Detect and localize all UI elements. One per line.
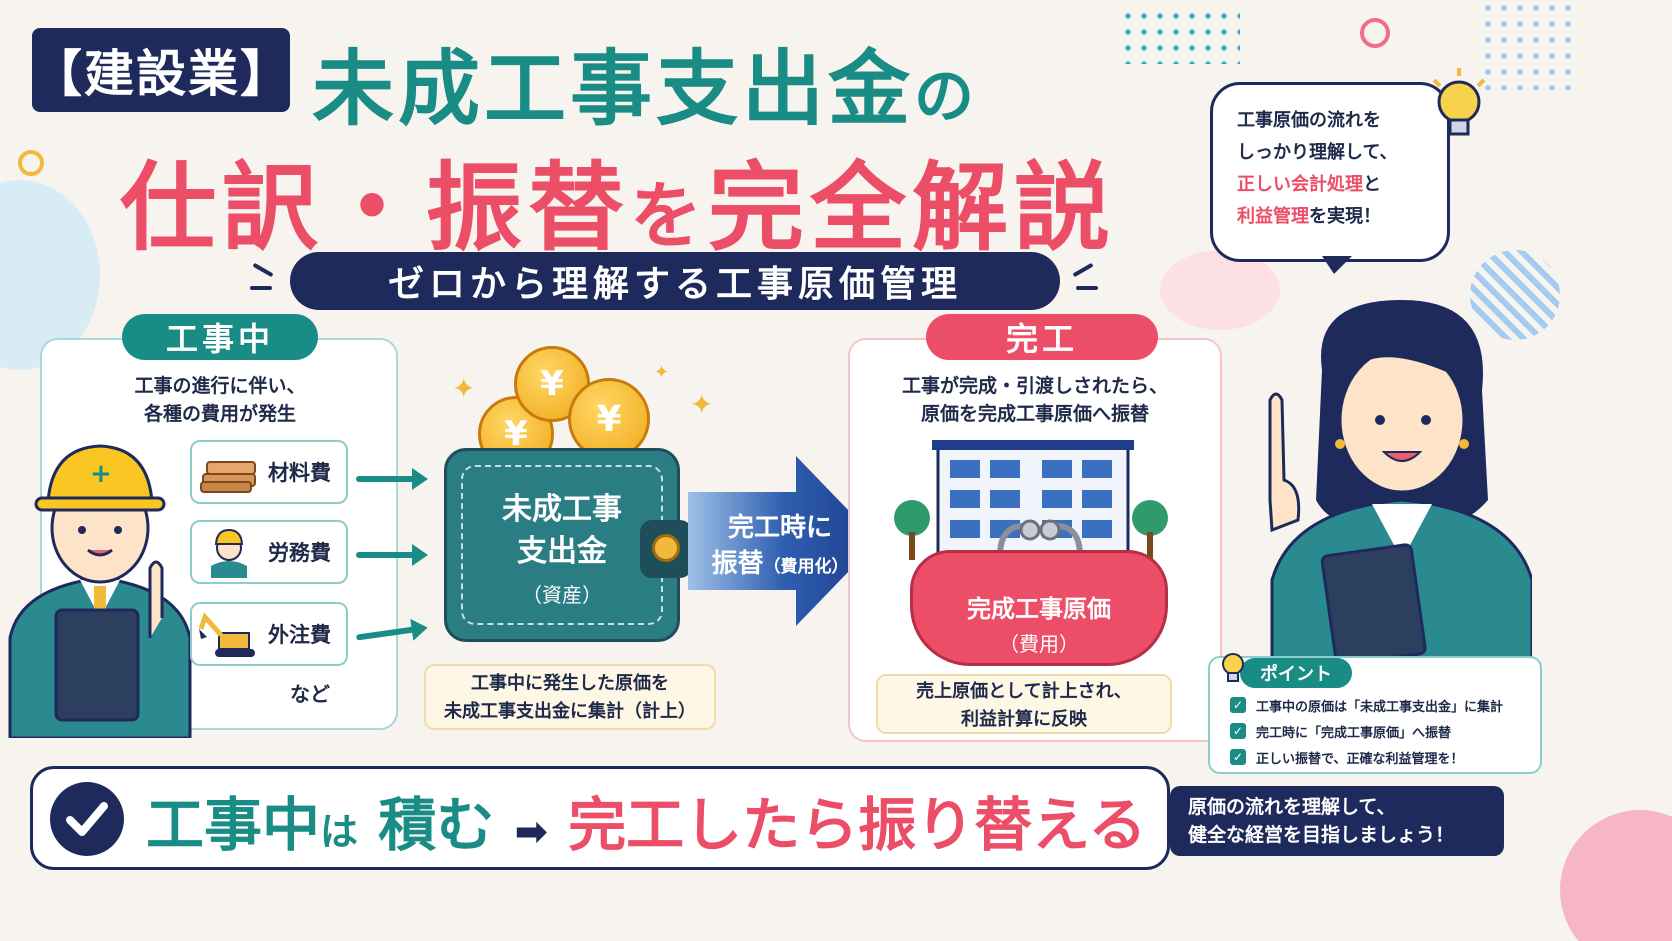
title-main: 未成工事支出金 [312, 42, 915, 137]
lumber-icon [198, 445, 260, 499]
cost-etc: など [290, 682, 330, 706]
sparkle-icon: ✦ [690, 388, 714, 421]
completion-cost-purse: 完成工事原価 （費用） [910, 550, 1168, 666]
phase-label-completion: 完工 [926, 314, 1158, 360]
title-part-c: 完全解説 [708, 152, 1117, 264]
decor-dots-2 [1480, 0, 1580, 90]
title-suffix: の [914, 62, 979, 132]
purse-label: 完成工事原価 [967, 595, 1111, 623]
bubble-tail [1322, 256, 1352, 274]
title-part-b: を [630, 174, 709, 258]
phase-label-construction: 工事中 [122, 314, 318, 360]
worker-illustration: + [8, 444, 192, 738]
lightbulb-icon [1222, 653, 1244, 682]
decor-blob-bottom [1560, 810, 1672, 941]
wallet-label-type: （資産） [522, 583, 602, 607]
speech-bubble: 工事原価の流れを しっかり理解して、 正しい会計処理と 利益管理を実現！ [1210, 82, 1450, 262]
point-item: ✓正しい振替で、正確な利益管理を！ [1230, 744, 1528, 770]
sparkle-icon: ✦ [452, 372, 476, 405]
industry-tag: 【建設業】 [32, 28, 290, 112]
wallet-clasp-button [652, 534, 680, 562]
subtitle-banner: ゼロから理解する工事原価管理 [290, 252, 1060, 310]
building-illustration [894, 440, 1168, 564]
cost-item-material: 材料費 [190, 440, 348, 504]
cost-item-subcontract: 外注費 [190, 602, 348, 666]
decor-ring-2 [1360, 18, 1390, 48]
closing-message: 原価の流れを理解して、 健全な経営を目指しましょう！ [1170, 786, 1504, 856]
arrow-right-icon: ➡ [514, 809, 548, 855]
page-title-line2: 仕訳・振替を完全解説 [120, 130, 1116, 269]
purse-type: （費用） [999, 632, 1079, 656]
arrow-right [356, 468, 428, 490]
wallet-note: 工事中に発生した原価を 未成工事支出金に集計（計上） [424, 664, 716, 730]
sparkle-icon: ✦ [654, 362, 670, 383]
decor-dots [1120, 8, 1240, 64]
title-part-a: 仕訳・振替 [120, 152, 630, 264]
lightbulb-icon [1432, 68, 1486, 136]
wallet-label-line1: 未成工事 [502, 492, 622, 527]
wallet-label-line2: 支出金 [517, 534, 607, 569]
svg-text:+: + [90, 459, 112, 489]
page-title-line1: 未成工事支出金の [312, 22, 978, 141]
decor-dash [250, 286, 272, 290]
summary-slogan: 工事中は 積む ➡ 完工したら振り替える [146, 791, 1147, 859]
arrow-right [356, 544, 428, 566]
decor-ring [18, 150, 44, 176]
bubble-line: しっかり理解して、 [1237, 142, 1398, 163]
transfer-arrow-label: 完工時に 振替（費用化） [711, 513, 849, 579]
point-item: ✓完工時に「完成工事原価」へ振替 [1230, 718, 1528, 744]
decor-dash [1076, 286, 1098, 290]
key-points-title: ポイント [1240, 658, 1352, 688]
excavator-icon [198, 607, 260, 661]
check-icon: ✓ [1230, 749, 1246, 765]
check-circle-icon [50, 782, 124, 856]
decor-stripes [1470, 250, 1560, 340]
bubble-line: 利益管理を実現！ [1237, 206, 1381, 227]
presenter-illustration [1268, 300, 1532, 660]
worker-icon [198, 525, 260, 579]
construction-description: 工事の進行に伴い、 各種の費用が発生 [134, 375, 306, 425]
transfer-arrow [688, 456, 878, 626]
check-icon: ✓ [1230, 723, 1246, 739]
bubble-line: 正しい会計処理と [1237, 174, 1381, 195]
summary-bar [30, 766, 1170, 870]
bubble-line: 工事原価の流れを [1237, 110, 1381, 131]
completion-description: 工事が完成・引渡しされたら、 原価を完成工事原価へ振替 [901, 375, 1168, 425]
cost-item-labor: 労務費 [190, 520, 348, 584]
yen-coin-icon: ¥ [568, 378, 650, 460]
completion-note: 売上原価として計上され、 利益計算に反映 [876, 674, 1172, 734]
decor-blob-right [1160, 250, 1280, 330]
check-icon: ✓ [1230, 697, 1246, 713]
point-item: ✓工事中の原価は「未成工事支出金」に集計 [1230, 692, 1528, 718]
